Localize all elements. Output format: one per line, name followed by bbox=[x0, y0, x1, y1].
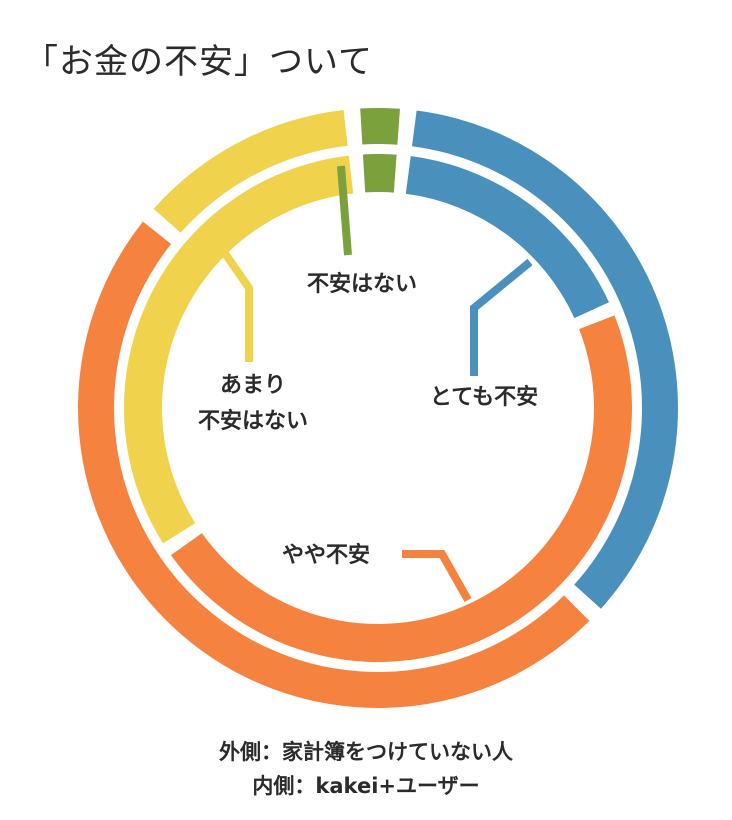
slice-labels: 不安はない とても不安 やや不安 あまり 不安はない bbox=[198, 271, 538, 568]
legend-inner-ring: 内側：kakei+ユーザー bbox=[252, 774, 480, 798]
leader-line-amari-fuan-wa-nai bbox=[220, 249, 253, 362]
label-totemo-fuan: とても不安 bbox=[430, 384, 538, 410]
label-amari: あまり bbox=[220, 373, 286, 398]
inner-ring-slice-2 bbox=[170, 315, 632, 662]
inner-ring-slice-1 bbox=[405, 156, 609, 319]
outer-ring-slice-3 bbox=[153, 109, 348, 233]
legend-outer-ring: 外側：家計簿をつけていない人 bbox=[219, 740, 513, 764]
inner-ring-slice-0 bbox=[362, 154, 397, 193]
outer-ring-slice-1 bbox=[412, 110, 678, 609]
leader-line-yaya-fuan bbox=[402, 550, 472, 602]
outer-ring-slice-0 bbox=[360, 107, 400, 145]
label-fuan-wa-nai-2: 不安はない bbox=[198, 408, 308, 434]
label-yaya-fuan: やや不安 bbox=[282, 542, 370, 568]
label-fuan-wa-nai: 不安はない bbox=[307, 271, 417, 297]
leader-lines bbox=[220, 165, 533, 602]
outer-ring-slice-2 bbox=[78, 221, 590, 708]
inner-ring-slice-3 bbox=[124, 155, 354, 544]
inner-ring bbox=[124, 154, 632, 662]
chart-title: 「お金の不安」ついて bbox=[24, 42, 373, 82]
leader-line-totemo-fuan bbox=[470, 258, 533, 376]
leader-line-fuan-wa-nai bbox=[337, 165, 352, 256]
outer-ring bbox=[78, 107, 678, 708]
